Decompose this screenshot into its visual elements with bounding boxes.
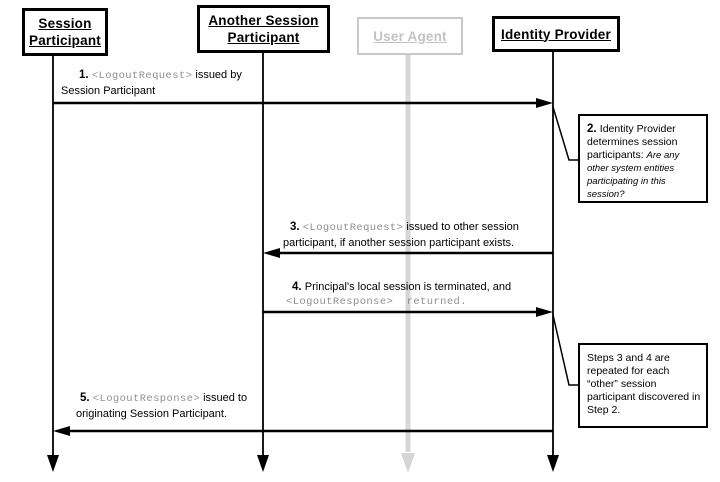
participant-box-user-agent: User Agent (357, 17, 463, 55)
note-step2-question: Are any other system entities participat… (587, 150, 680, 200)
message-1-text-line2: Session Participant (61, 84, 156, 97)
message-4-step-number: 4. (292, 281, 305, 293)
participant-label: Another Session (208, 13, 319, 28)
message-3-label: 3. <LogoutRequest> issued to other sessi… (283, 220, 519, 250)
lifeline-end-arrow-user-agent (401, 453, 415, 473)
message-1-step-number: 1. (79, 69, 92, 81)
message-4-code-line2: <LogoutResponse> returned. (286, 295, 467, 308)
lifeline-end-arrow-another-session-participant (257, 455, 269, 472)
participant-box-identity-provider: Identity Provider (492, 16, 620, 52)
message-3-arrowhead (263, 248, 280, 258)
message-1-label: 1. <LogoutRequest> issued by Session Par… (61, 68, 242, 98)
message-1-arrowhead (536, 98, 553, 108)
participant-label: User Agent (373, 28, 447, 44)
participant-label: Session (38, 16, 92, 31)
message-5-text: issued to (200, 392, 248, 404)
note-steps-3-4-connector (552, 314, 578, 386)
message-5-label: 5. <LogoutResponse> issued to originatin… (76, 391, 247, 421)
note-step2-text: Identity Provider determines session par… (587, 123, 678, 161)
participant-box-another-session-participant: Another Session Participant (197, 5, 330, 53)
participant-label: Participant (29, 33, 101, 48)
message-5-step-number: 5. (80, 392, 93, 404)
message-4-label: 4. Principal's local session is terminat… (286, 280, 511, 309)
message-3-code: <LogoutRequest> (302, 222, 404, 234)
lifeline-end-arrow-session-participant (47, 455, 59, 472)
message-1-code: <LogoutRequest> (91, 70, 193, 82)
message-4-text: Principal's local session is terminated,… (304, 281, 512, 293)
note-steps-3-4: Steps 3 and 4 are repeated for each “oth… (578, 343, 708, 428)
note-step2: 2. Identity Provider determines session … (578, 114, 708, 203)
message-5-code: <LogoutResponse> (92, 393, 201, 405)
message-3-step-number: 3. (290, 221, 303, 233)
message-5-arrowhead (53, 426, 70, 436)
note-steps-3-4-text: Steps 3 and 4 are repeated for each “oth… (587, 352, 701, 416)
message-5-text-line2: originating Session Participant. (76, 407, 228, 420)
lifeline-end-arrow-identity-provider (547, 455, 559, 472)
message-3-text-line2: participant, if another session particip… (283, 236, 515, 249)
message-1-text: issued by (192, 69, 242, 81)
message-3-text: issued to other session (403, 221, 519, 233)
note-step2-number: 2. (587, 123, 600, 135)
note-step2-connector (552, 106, 578, 161)
message-4-arrowhead (536, 307, 553, 317)
participant-box-session-participant: Session Participant (22, 8, 108, 56)
participant-label: Participant (227, 30, 300, 45)
participant-label: Identity Provider (501, 26, 611, 42)
